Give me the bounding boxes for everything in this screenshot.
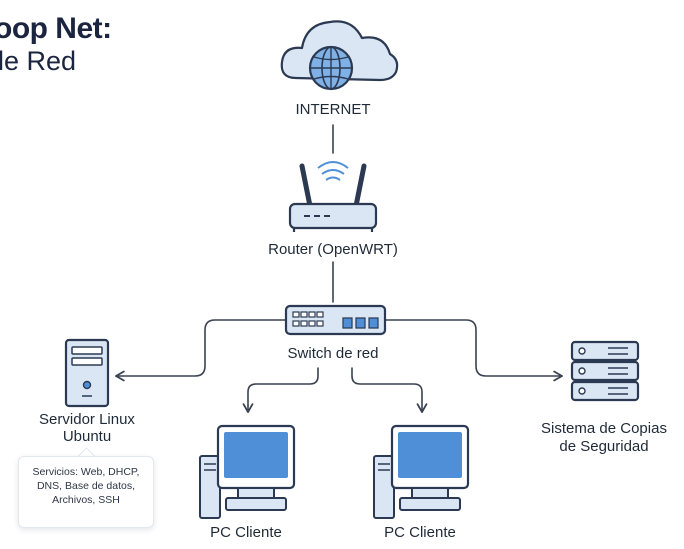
- router-label: Router (OpenWRT): [268, 241, 398, 258]
- internet-label: INTERNET: [295, 101, 371, 118]
- switch-label: Switch de red: [287, 345, 379, 362]
- desktop-pc-icon: [199, 424, 296, 519]
- cloud-globe-icon: [280, 20, 399, 91]
- server-tower-icon: [64, 338, 110, 408]
- server-label-line1: Servidor Linux: [39, 411, 135, 428]
- services-line-2: DNS, Base de datos,: [36, 480, 136, 492]
- link-switch-backup: [384, 319, 563, 382]
- server-label-line2: Ubuntu: [62, 428, 112, 445]
- desktop-pc-icon: [373, 424, 470, 519]
- router-wifi-icon: [288, 161, 378, 232]
- backup-label-line2: de Seguridad: [559, 438, 649, 455]
- link-switch-pc2: [351, 367, 428, 413]
- network-switch-icon: [284, 304, 387, 336]
- services-line-3: Archivos, SSH: [52, 494, 120, 506]
- connectors: [115, 124, 563, 413]
- link-switch-pc1: [242, 367, 319, 413]
- diagram-title: oop Net:: [0, 12, 112, 45]
- pc1-label: PC Cliente: [210, 524, 282, 541]
- pc2-label: PC Cliente: [384, 524, 456, 541]
- backup-label-line1: Sistema de Copias: [541, 420, 667, 437]
- services-line-1: Servicios: Web, DHCP,: [32, 466, 140, 478]
- diagram-subtitle: le Red: [0, 46, 77, 76]
- storage-rack-icon: [570, 340, 640, 402]
- services-callout: Servicios: Web, DHCP, DNS, Base de datos…: [18, 456, 154, 528]
- link-switch-server: [115, 319, 287, 382]
